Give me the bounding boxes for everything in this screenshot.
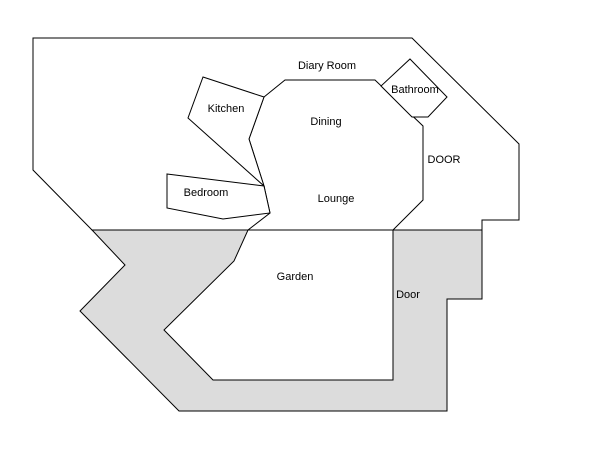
bathroom-room	[380, 58, 448, 118]
bathroom-label: Bathroom	[391, 84, 439, 96]
kitchen-room	[187, 76, 266, 188]
kitchen-label: Kitchen	[208, 103, 245, 115]
garden-label: Garden	[277, 271, 314, 283]
living-area	[246, 79, 424, 231]
dining-label: Dining	[310, 116, 341, 128]
door-lower-label: Door	[396, 289, 420, 301]
lounge-label: Lounge	[318, 193, 355, 205]
door-upper-label: DOOR	[428, 154, 461, 166]
diary-room-label: Diary Room	[298, 60, 356, 72]
bedroom-room	[166, 173, 271, 220]
bedroom-label: Bedroom	[184, 187, 229, 199]
